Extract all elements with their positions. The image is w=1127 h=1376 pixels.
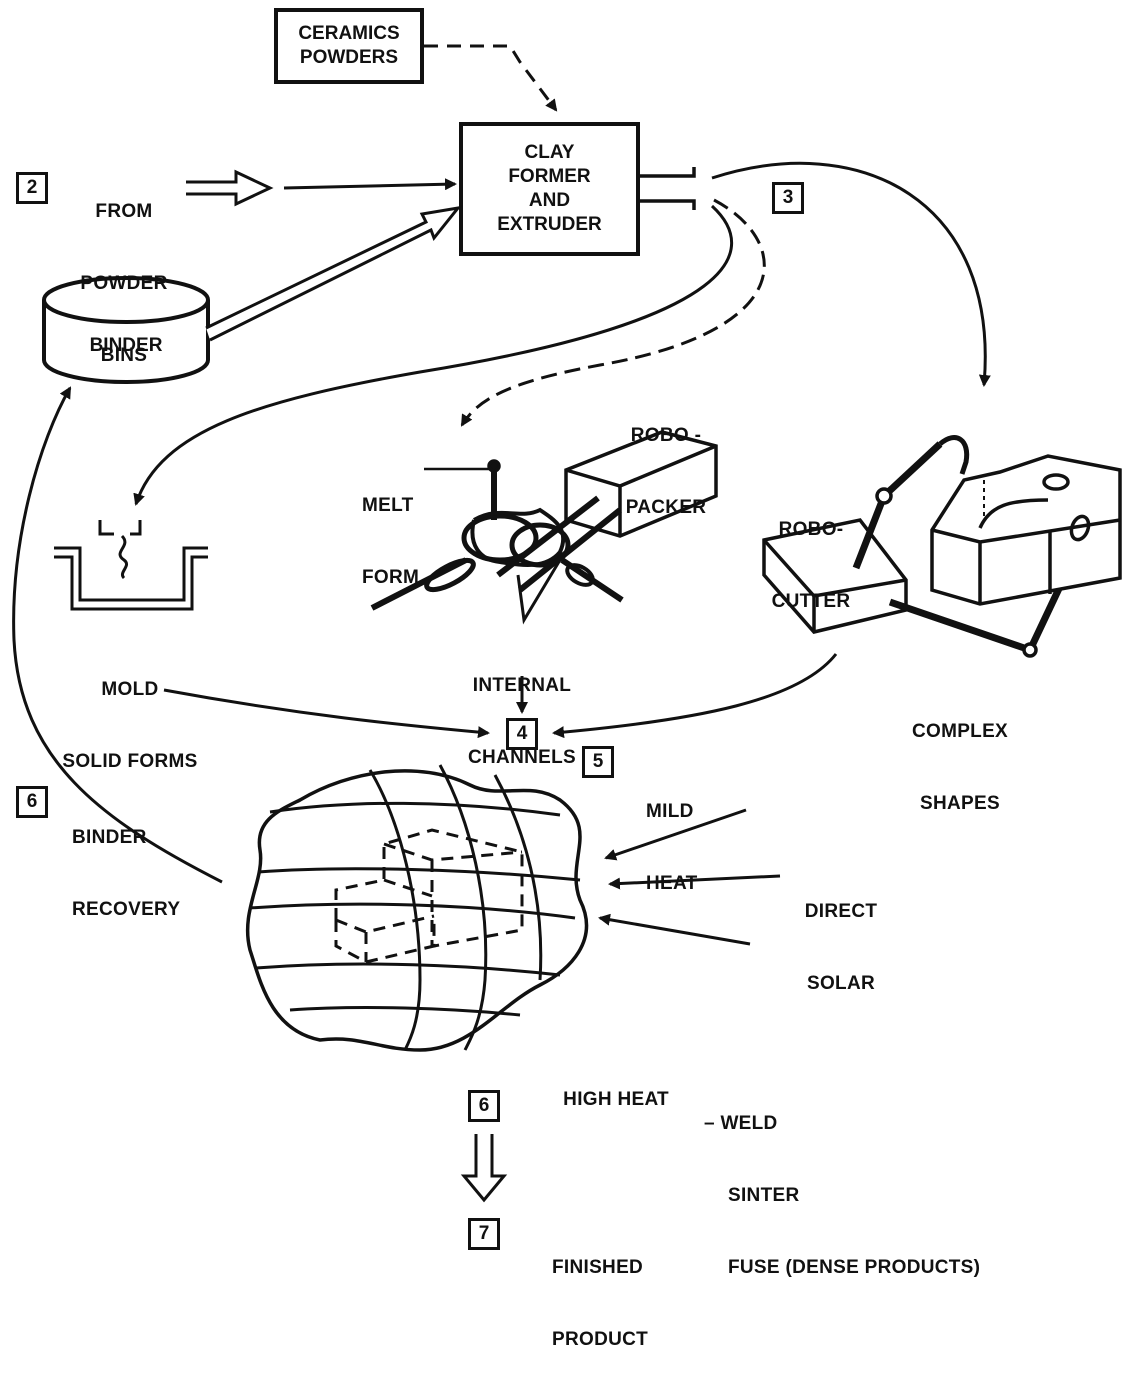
extrude-to-channels-arrow: [460, 198, 766, 427]
complex-shape-block: [930, 454, 1122, 606]
robo-cutter-label: ROBO- CUTTER: [756, 470, 866, 638]
extruder-line: EXTRUDER: [497, 214, 602, 235]
product-in-furnace: [334, 828, 524, 964]
direct-solar-label: DIRECT SOLAR: [796, 852, 886, 1020]
mold-to-4-arrow: [163, 688, 490, 739]
internal-channels-label: INTERNAL CHANNELS: [452, 626, 592, 794]
complex-shapes-label: COMPLEX SHAPES: [892, 672, 1028, 840]
clay-former-box: [459, 122, 640, 256]
ceramics-powders-box: [274, 8, 424, 84]
mold-illustration: [54, 520, 208, 611]
powders-line: POWDERS: [299, 47, 399, 68]
high-heat-label: HIGH HEAT: [552, 1064, 669, 1112]
high-heat-text: HIGH HEAT: [563, 1089, 669, 1110]
sinter-line: SINTER: [728, 1185, 800, 1206]
binder-text: BINDER: [89, 335, 163, 356]
internal-line: INTERNAL: [472, 675, 572, 696]
complex-line: COMPLEX: [911, 721, 1009, 742]
binder-recovery-label: BINDER RECOVERY: [72, 778, 212, 946]
ceramics-to-former-arrow: [424, 44, 558, 112]
shapes-line: SHAPES: [920, 793, 1000, 814]
complex-to-4-arrow: [552, 653, 838, 739]
step-5-box: 5: [582, 746, 614, 778]
step-2-box: 2: [16, 172, 48, 204]
powder-bins-hollow-arrow: [186, 169, 274, 207]
mold-solid-forms-label: MOLD SOLID FORMS: [40, 630, 220, 798]
mold-line: MOLD: [101, 679, 159, 700]
binder-to-former-hollow-arrow: [205, 205, 462, 342]
direct-line: DIRECT: [804, 901, 878, 922]
furnace-globe-illustration: [245, 764, 589, 1052]
fuse-line: FUSE (DENSE PRODUCTS): [728, 1257, 981, 1278]
binder-recovery-line2: RECOVERY: [72, 899, 181, 920]
ceramics-powders-label: CERAMICS POWDERS: [276, 10, 422, 82]
melt-form-illustration: [370, 459, 624, 625]
solar-arrow-1: [604, 808, 747, 861]
former-line: FORMER: [508, 166, 591, 187]
robo-packer-label: ROBO - PACKER: [606, 376, 726, 544]
step-6-left-box: 6: [16, 786, 48, 818]
solar-arrow-2: [608, 874, 781, 890]
and-line: AND: [528, 190, 571, 211]
bins-line: BINS: [100, 345, 148, 366]
extruder-nozzle: [638, 167, 696, 210]
melt-line: MELT: [362, 495, 414, 516]
solid-forms-line: SOLID FORMS: [62, 751, 198, 772]
powder-line: POWDER: [80, 273, 168, 294]
ceramics-line: CERAMICS: [298, 23, 400, 44]
mild-heat-label: MILD HEAT: [646, 752, 736, 920]
extrude-to-mold-arrow: [133, 204, 733, 506]
finished-line: FINISHED: [552, 1257, 644, 1278]
binder-recovery-arrow: [12, 386, 223, 884]
step-3-box: 3: [772, 182, 804, 214]
solar-line: SOLAR: [807, 973, 875, 994]
robo-cutter-line1: ROBO-: [778, 519, 844, 540]
powder-to-former-arrow: [283, 178, 457, 191]
clay-line: CLAY: [524, 142, 575, 163]
step-4-box: 4: [506, 718, 538, 750]
binder-label: BINDER: [44, 332, 208, 360]
binder-recovery-line1: BINDER: [72, 827, 147, 848]
step-6-bottom-box: 6: [468, 1090, 500, 1122]
melt-form-label: MELT FORM: [362, 446, 442, 614]
robo-line: ROBO -: [630, 425, 702, 446]
process-diagram: [12, 8, 1122, 1203]
binder-cylinder: [42, 276, 210, 384]
extrude-to-complex-arrow: [711, 161, 991, 387]
high-heat-options: – WELD SINTER FUSE (DENSE PRODUCTS): [704, 1064, 980, 1304]
weld-line: – WELD: [704, 1113, 778, 1134]
step-7-box: 7: [468, 1218, 500, 1250]
clay-former-label: CLAY FORMER AND EXTRUDER: [461, 124, 638, 254]
product-line: PRODUCT: [552, 1329, 649, 1350]
robo-cutter-illustration: [762, 435, 1072, 658]
step6-to-step7-hollow-arrow: [460, 1134, 508, 1203]
packer-line: PACKER: [625, 497, 707, 518]
heat-line: HEAT: [646, 873, 698, 894]
finished-product-label: FINISHED PRODUCT: [552, 1208, 648, 1376]
mild-line: MILD: [646, 801, 694, 822]
from-line: FROM: [95, 201, 153, 222]
channels-line: CHANNELS: [468, 747, 576, 768]
robo-cutter-line2: CUTTER: [771, 591, 851, 612]
from-powder-bins-label: FROM POWDER BINS: [74, 152, 174, 392]
form-line: FORM: [362, 567, 420, 588]
solar-arrow-3: [598, 913, 751, 946]
